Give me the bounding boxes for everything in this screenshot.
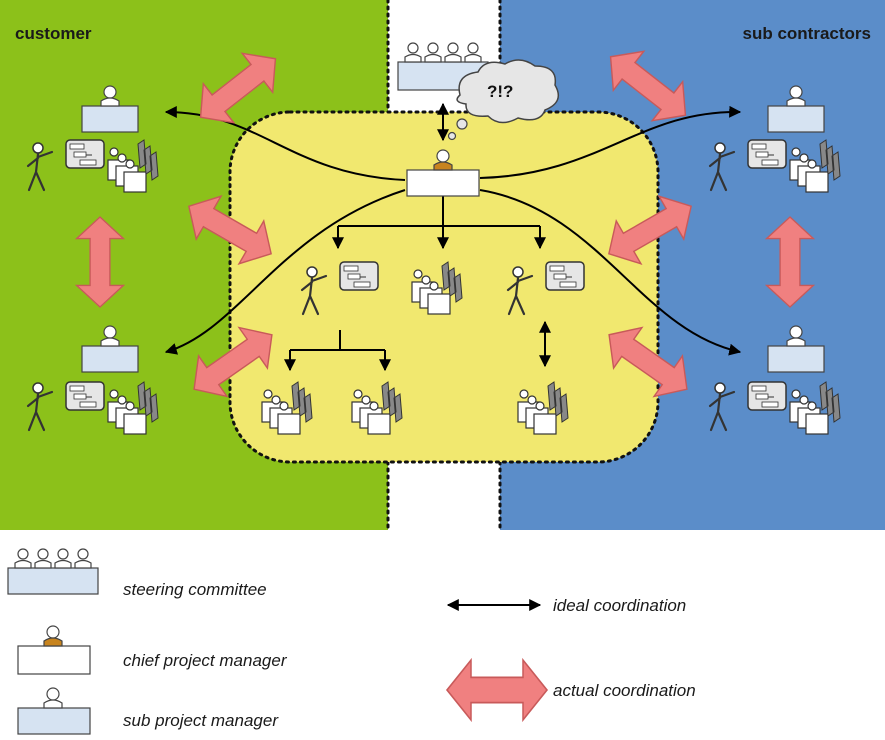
chief-project-manager-icon: [406, 149, 480, 197]
thought-bubble: [447, 59, 560, 141]
legend-chief-project-manager-label: chief project manager: [123, 651, 287, 670]
legend-ideal-coordination-label: ideal coordination: [553, 596, 687, 615]
legend-sub-project-manager-icon: [17, 687, 91, 735]
legend-actual-coordination-arrow: [446, 659, 548, 721]
legend-steering-committee-icon: [7, 548, 99, 595]
legend-chief-project-manager-icon: [17, 625, 91, 675]
legend-actual-coordination-label: actual coordination: [553, 681, 696, 700]
legend-steering-committee-label: steering committee: [123, 580, 267, 599]
ideal-coordination-lines: [164, 102, 742, 372]
legend-sub-project-manager-label: sub project manager: [123, 711, 278, 730]
customer-label: customer: [15, 24, 92, 43]
subcontractors-label: sub contractors: [742, 24, 871, 43]
thought-bubble-text: ?!?: [487, 82, 514, 101]
